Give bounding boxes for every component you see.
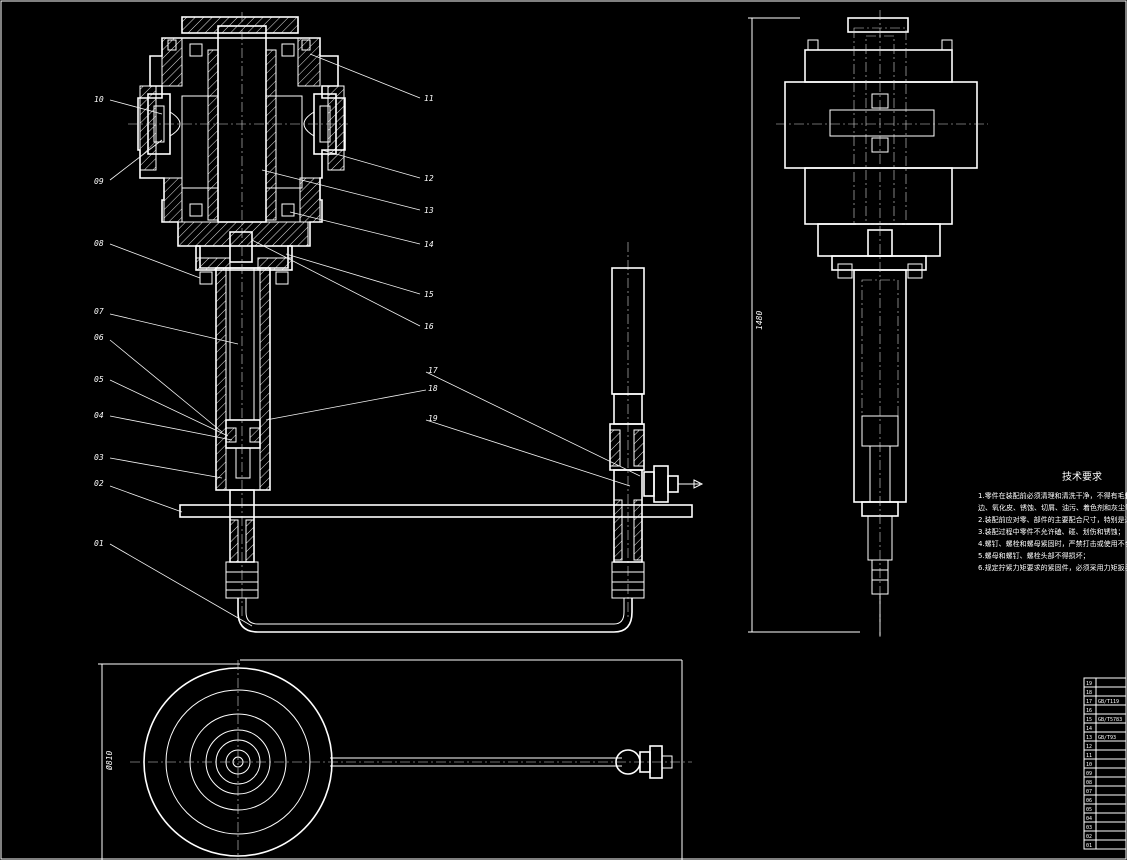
label-18: 18 <box>428 384 438 393</box>
bom-row-number: 16 <box>1086 708 1092 714</box>
tech-line-6: 5.螺母和螺钉、螺栓头部不得损坏； <box>978 551 1090 560</box>
bom-row-number: 15 <box>1086 717 1092 723</box>
label-05: 05 <box>94 375 104 384</box>
technical-requirements: 技术要求 1.零件在装配前必须清理和清洗干净，不得有毛刺、飞 边、氧化皮、锈蚀、… <box>978 470 1127 572</box>
bom-row-number: 19 <box>1086 681 1092 687</box>
bom-row-number: 03 <box>1086 825 1092 831</box>
label-16: 16 <box>424 322 434 331</box>
bom-row-number: 11 <box>1086 753 1092 759</box>
bom-row-number: 08 <box>1086 780 1092 786</box>
bom-row-number: 14 <box>1086 726 1092 732</box>
dim-side-height: 1480 <box>755 311 764 330</box>
label-11: 11 <box>424 94 434 103</box>
label-17: 17 <box>428 366 438 375</box>
label-06: 06 <box>94 333 104 342</box>
label-10: 10 <box>94 95 104 104</box>
label-13: 13 <box>424 206 434 215</box>
tech-line-1: 1.零件在装配前必须清理和清洗干净，不得有毛刺、飞 <box>978 491 1127 500</box>
tech-line-2: 边、氧化皮、锈蚀、切屑、油污、着色剂和灰尘等； <box>978 503 1127 512</box>
label-04: 04 <box>94 411 104 420</box>
label-14: 14 <box>424 240 434 249</box>
bom-row-number: 07 <box>1086 789 1092 795</box>
bom-row-name: GB/T119 <box>1098 699 1119 705</box>
bom-row-name: GB/T5783 <box>1098 717 1122 723</box>
plan-view: Ø810 <box>98 659 692 860</box>
label-09: 09 <box>94 177 104 186</box>
tech-line-7: 6.规定拧紧力矩要求的紧固件，必须采用力矩扳手，并按规定的拧紧力矩紧固。 <box>978 563 1127 572</box>
tech-line-4: 3.装配过程中零件不允许磕、碰、划伤和锈蚀； <box>978 527 1125 536</box>
side-view: 1480 <box>748 10 988 640</box>
dim-plan-width: Ø810 <box>104 751 114 770</box>
label-15: 15 <box>424 290 434 299</box>
leader-lines <box>109 53 641 627</box>
label-07: 07 <box>94 307 104 316</box>
label-01: 01 <box>94 539 104 548</box>
bill-of-materials: 19 18 17 GB/T119 16 15 GB/T5783 14 13 GB/T93 12 11 1… <box>1083 677 1127 850</box>
bom-row-number: 09 <box>1086 771 1092 777</box>
label-03: 03 <box>94 453 104 462</box>
bom-row-number: 06 <box>1086 798 1092 804</box>
bom-row-number: 01 <box>1086 843 1092 849</box>
connecting-pipe <box>237 598 633 633</box>
front-section-view <box>128 12 348 618</box>
label-19: 19 <box>428 414 438 423</box>
label-02: 02 <box>94 479 104 488</box>
label-08: 08 <box>94 239 104 248</box>
tech-line-5: 4.螺钉、螺栓和螺母紧固时，严禁打击或使用不合适的旋具和扳手，紧固后螺钉槽、 <box>978 539 1127 548</box>
bom-row-number: 04 <box>1086 816 1092 822</box>
tech-title: 技术要求 <box>1062 470 1102 483</box>
bom-row-number: 02 <box>1086 834 1092 840</box>
valve-column <box>609 242 704 620</box>
bom-row-number: 13 <box>1086 735 1092 741</box>
bom-row-number: 18 <box>1086 690 1092 696</box>
bom-row-name: GB/T93 <box>1098 735 1116 741</box>
bom-row-number: 05 <box>1086 807 1092 813</box>
tech-line-3: 2.装配前应对零、部件的主要配合尺寸，特别是过盈配合尺寸及相关精度进行复查； <box>978 515 1127 524</box>
leader-labels: 10 09 08 07 06 05 04 03 02 01 11 12 13 1… <box>94 94 438 548</box>
bom-row-number: 10 <box>1086 762 1092 768</box>
label-12: 12 <box>424 174 434 183</box>
bom-row-number: 17 <box>1086 699 1092 705</box>
bom-row-number: 12 <box>1086 744 1092 750</box>
